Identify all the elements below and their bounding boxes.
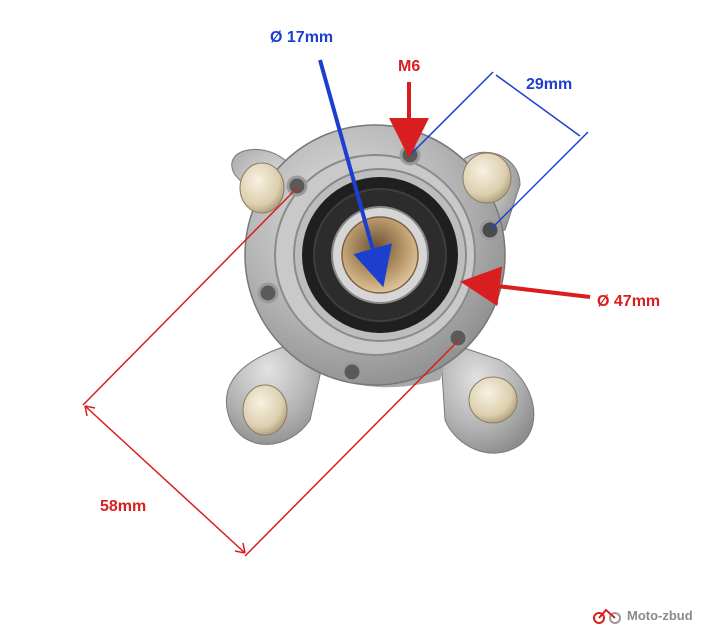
stud-bottom-left (242, 384, 288, 436)
moto-logo-icon (593, 608, 621, 624)
wheel-studs (239, 152, 518, 436)
red-annotations (82, 82, 591, 557)
shaft-diameter-arrow (318, 59, 392, 288)
shaft-diameter-label: Ø 17mm (270, 29, 334, 46)
stud-top-left (239, 162, 285, 214)
stud-bottom-right (468, 376, 518, 424)
bolt-spacing-line-bottom (489, 131, 589, 231)
stud-spacing-line-top (82, 187, 298, 406)
hub-diameter-arrow (460, 266, 591, 307)
shaft-bushing (341, 216, 419, 294)
hub-diameter-label: Ø 47mm (597, 293, 661, 310)
blue-annotations (318, 59, 589, 288)
bolt-spacing-dimension (495, 74, 581, 137)
stud-spacing-label: 58mm (100, 498, 147, 515)
bolt-spacing-line-top (409, 71, 494, 156)
bolt-thread-label: M6 (398, 58, 421, 75)
watermark: Moto-zbud (591, 605, 693, 625)
watermark-text: Moto-zbud (627, 607, 693, 623)
bolt-spacing-label: 29mm (526, 76, 573, 93)
bearing (293, 168, 467, 342)
stud-spacing-dimension (84, 405, 246, 554)
stud-spacing-line-bottom (244, 339, 460, 557)
stud-top-right (462, 152, 512, 204)
